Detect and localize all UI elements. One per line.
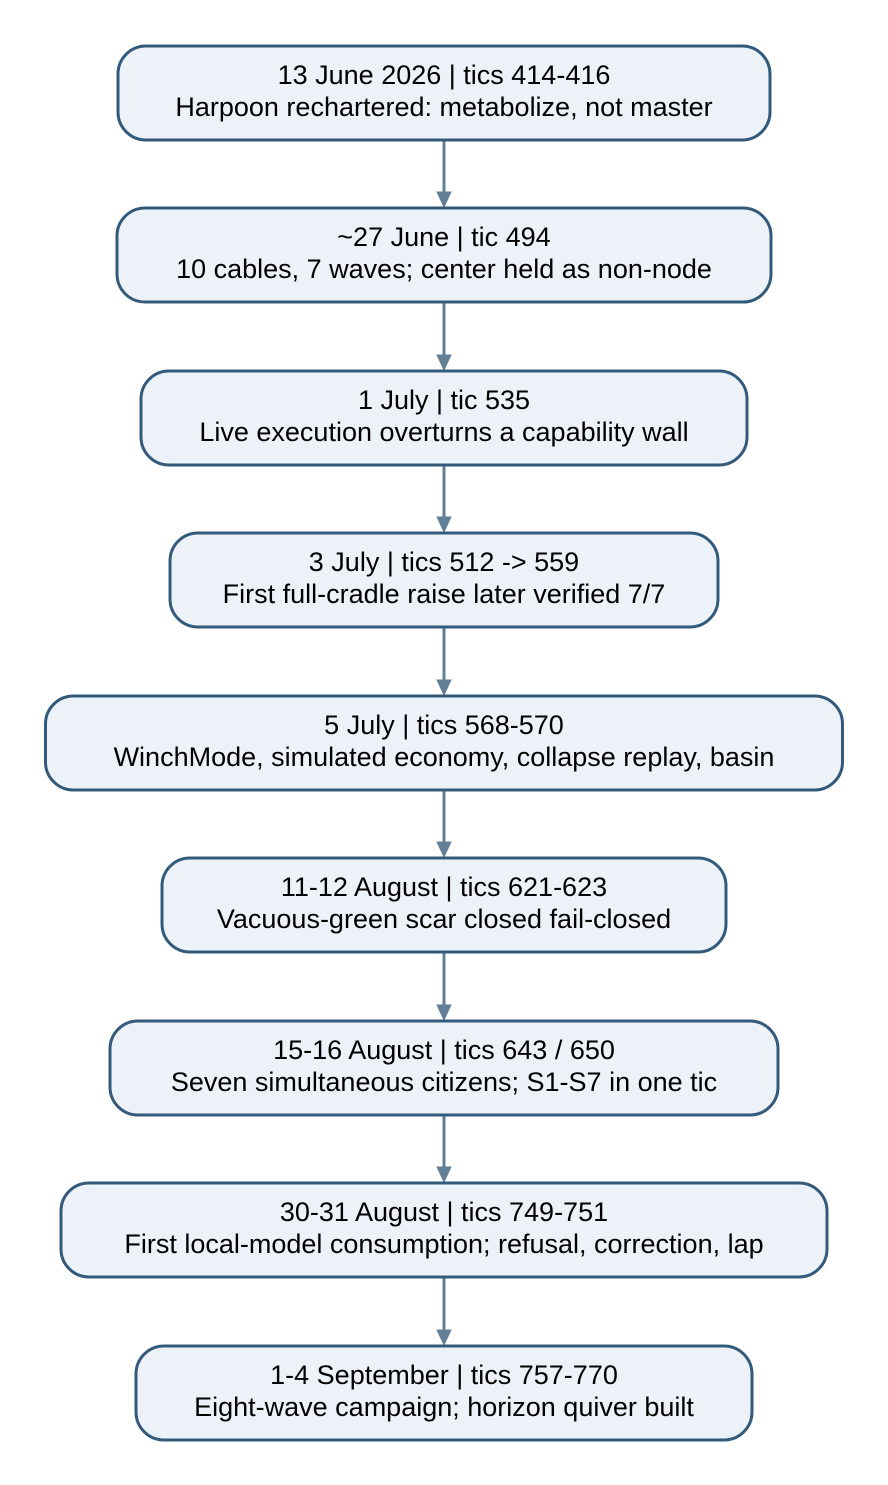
arrow-head bbox=[436, 1329, 452, 1347]
arrow-head bbox=[436, 679, 452, 697]
node-title: 3 July | tics 512 -> 559 bbox=[309, 547, 579, 577]
node-title: 11-12 August | tics 621-623 bbox=[281, 872, 607, 902]
node-box bbox=[59, 1181, 829, 1279]
node-subtitle: Eight-wave campaign; horizon quiver buil… bbox=[194, 1392, 694, 1422]
arrow-head bbox=[436, 1004, 452, 1022]
arrow-head bbox=[436, 1166, 452, 1184]
node-subtitle: Seven simultaneous citizens; S1-S7 in on… bbox=[171, 1067, 717, 1097]
edges-layer bbox=[436, 140, 452, 1347]
node-title: 5 July | tics 568-570 bbox=[324, 710, 564, 740]
flow-arrow bbox=[436, 140, 452, 209]
node-subtitle: First local-model consumption; refusal, … bbox=[124, 1229, 763, 1259]
node-title: 1-4 September | tics 757-770 bbox=[270, 1360, 618, 1390]
flow-arrow bbox=[436, 1277, 452, 1347]
flow-arrow bbox=[436, 627, 452, 697]
node-box bbox=[168, 531, 720, 629]
node-title: ~27 June | tic 494 bbox=[337, 222, 550, 252]
node-subtitle: First full-cradle raise later verified 7… bbox=[223, 579, 666, 609]
node-box bbox=[134, 1344, 754, 1442]
arrow-head bbox=[436, 354, 452, 372]
arrow-head bbox=[436, 516, 452, 534]
node-title: 1 July | tic 535 bbox=[358, 385, 530, 415]
node-title: 13 June 2026 | tics 414-416 bbox=[278, 60, 611, 90]
flow-arrow bbox=[436, 302, 452, 372]
node-box bbox=[44, 694, 844, 792]
node-title: 30-31 August | tics 749-751 bbox=[280, 1197, 608, 1227]
node-box bbox=[108, 1019, 780, 1117]
node-box bbox=[139, 369, 749, 467]
node-box bbox=[160, 856, 728, 954]
arrow-head bbox=[436, 841, 452, 859]
node-box bbox=[115, 206, 773, 304]
flow-arrow bbox=[436, 790, 452, 859]
node-subtitle: WinchMode, simulated economy, collapse r… bbox=[114, 742, 775, 772]
timeline-node: 11-12 August | tics 621-623Vacuous-green… bbox=[160, 856, 728, 954]
arrow-head bbox=[436, 191, 452, 209]
flow-arrow bbox=[436, 465, 452, 534]
node-subtitle: Live execution overturns a capability wa… bbox=[199, 417, 688, 447]
node-subtitle: Vacuous-green scar closed fail-closed bbox=[217, 904, 671, 934]
flow-arrow bbox=[436, 1115, 452, 1184]
node-subtitle: 10 cables, 7 waves; center held as non-n… bbox=[176, 254, 712, 284]
node-subtitle: Harpoon rechartered: metabolize, not mas… bbox=[175, 92, 712, 122]
node-box bbox=[116, 44, 772, 142]
flow-arrow bbox=[436, 952, 452, 1022]
node-title: 15-16 August | tics 643 / 650 bbox=[273, 1035, 615, 1065]
